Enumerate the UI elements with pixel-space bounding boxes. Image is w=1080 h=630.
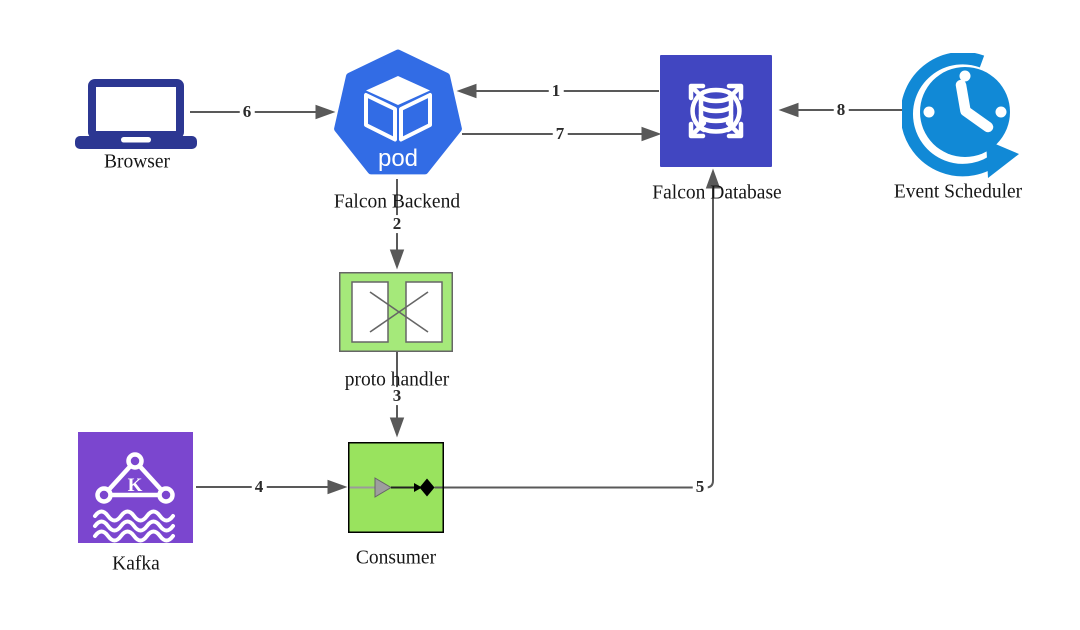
- node-label-event-scheduler: Event Scheduler: [893, 181, 1023, 203]
- pod-badge-text: pod: [378, 145, 418, 172]
- database-scale-icon[interactable]: [660, 55, 772, 167]
- consumer-flow-glyph: [349, 477, 443, 498]
- crossed-component-icon[interactable]: [339, 272, 453, 352]
- kafka-cluster-icon[interactable]: K: [78, 432, 193, 543]
- edge-label-3: 3: [389, 387, 405, 405]
- node-label-proto-handler: proto handler: [344, 369, 450, 391]
- kubernetes-pod-icon[interactable]: pod: [333, 49, 463, 183]
- node-label-falcon-backend: Falcon Backend: [333, 191, 461, 213]
- pod-heptagon: [334, 49, 462, 175]
- node-label-falcon-database: Falcon Database: [652, 182, 782, 204]
- scheduler-swoosh: [902, 53, 1019, 178]
- laptop-shape: [75, 79, 197, 149]
- edge-label-7: 7: [552, 125, 568, 143]
- proto-cross: [369, 291, 429, 333]
- edge-label-8: 8: [833, 101, 849, 119]
- edge-kafka-to-consumer: [196, 479, 348, 495]
- edge-database-to-backend: [456, 83, 659, 99]
- edge-proto-to-consumer: [389, 352, 405, 438]
- clock-refresh-icon[interactable]: [902, 53, 1020, 181]
- laptop-icon[interactable]: [75, 78, 197, 150]
- pod-cube: [364, 76, 432, 142]
- kafka-triangle-network: [95, 452, 175, 504]
- kafka-waves: [93, 509, 175, 543]
- edge-label-4: 4: [251, 478, 267, 496]
- edge-consumer-to-database: [444, 168, 721, 489]
- edge-browser-to-backend: [190, 104, 336, 120]
- edge-scheduler-to-database: [778, 102, 908, 118]
- node-label-consumer: Consumer: [355, 547, 437, 569]
- node-label-browser: Browser: [103, 151, 171, 173]
- edge-label-2: 2: [389, 215, 405, 233]
- db-cylinder: [698, 87, 734, 134]
- edge-label-1: 1: [548, 82, 564, 100]
- edge-label-5: 5: [692, 478, 708, 496]
- edge-label-6: 6: [239, 103, 255, 121]
- flow-consumer-icon[interactable]: [348, 442, 444, 533]
- kafka-letter: K: [128, 475, 143, 496]
- scheduler-clock-face: [920, 67, 1010, 157]
- node-label-kafka: Kafka: [112, 553, 160, 575]
